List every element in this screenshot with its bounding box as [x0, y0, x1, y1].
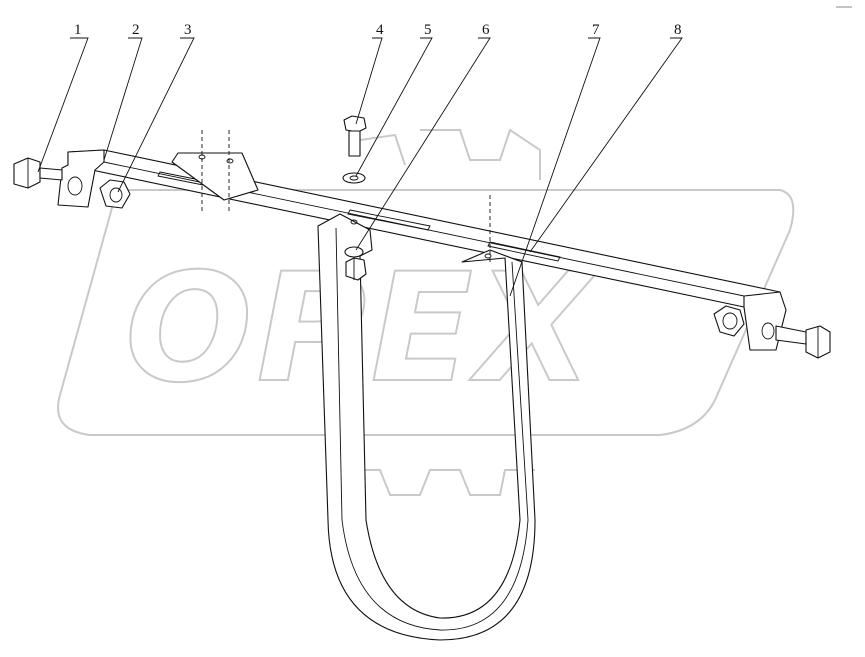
callout-7: 7: [592, 22, 600, 38]
watermark-gear-teeth: [350, 128, 541, 496]
bolt-top: [343, 115, 367, 157]
watermark-gear-outline: [57, 189, 795, 436]
nut-left: [99, 179, 131, 209]
bracket-right-ear: [743, 291, 787, 351]
washer: [342, 172, 366, 184]
callout-6: 6: [482, 22, 490, 38]
callout-4: 4: [376, 22, 384, 38]
callout-2: 2: [132, 22, 140, 38]
clamp-strap: [317, 195, 536, 641]
callout-8: 8: [674, 22, 682, 38]
nut-right: [713, 305, 745, 337]
bracket-slot-center: [347, 209, 431, 231]
callout-labels: 1 2 3 4 5 6 7 8: [74, 22, 682, 38]
bracket-left-ear: [57, 149, 105, 208]
bolt-left: [13, 157, 63, 189]
callout-1: 1: [74, 22, 82, 38]
bracket-slot-right: [487, 241, 561, 262]
bolt-right: [775, 325, 831, 359]
callout-3: 3: [184, 22, 192, 38]
callout-5: 5: [424, 22, 432, 38]
washer-nut: [344, 246, 367, 281]
callout-leaders: [37, 37, 683, 297]
mounting-plate: [171, 130, 259, 212]
